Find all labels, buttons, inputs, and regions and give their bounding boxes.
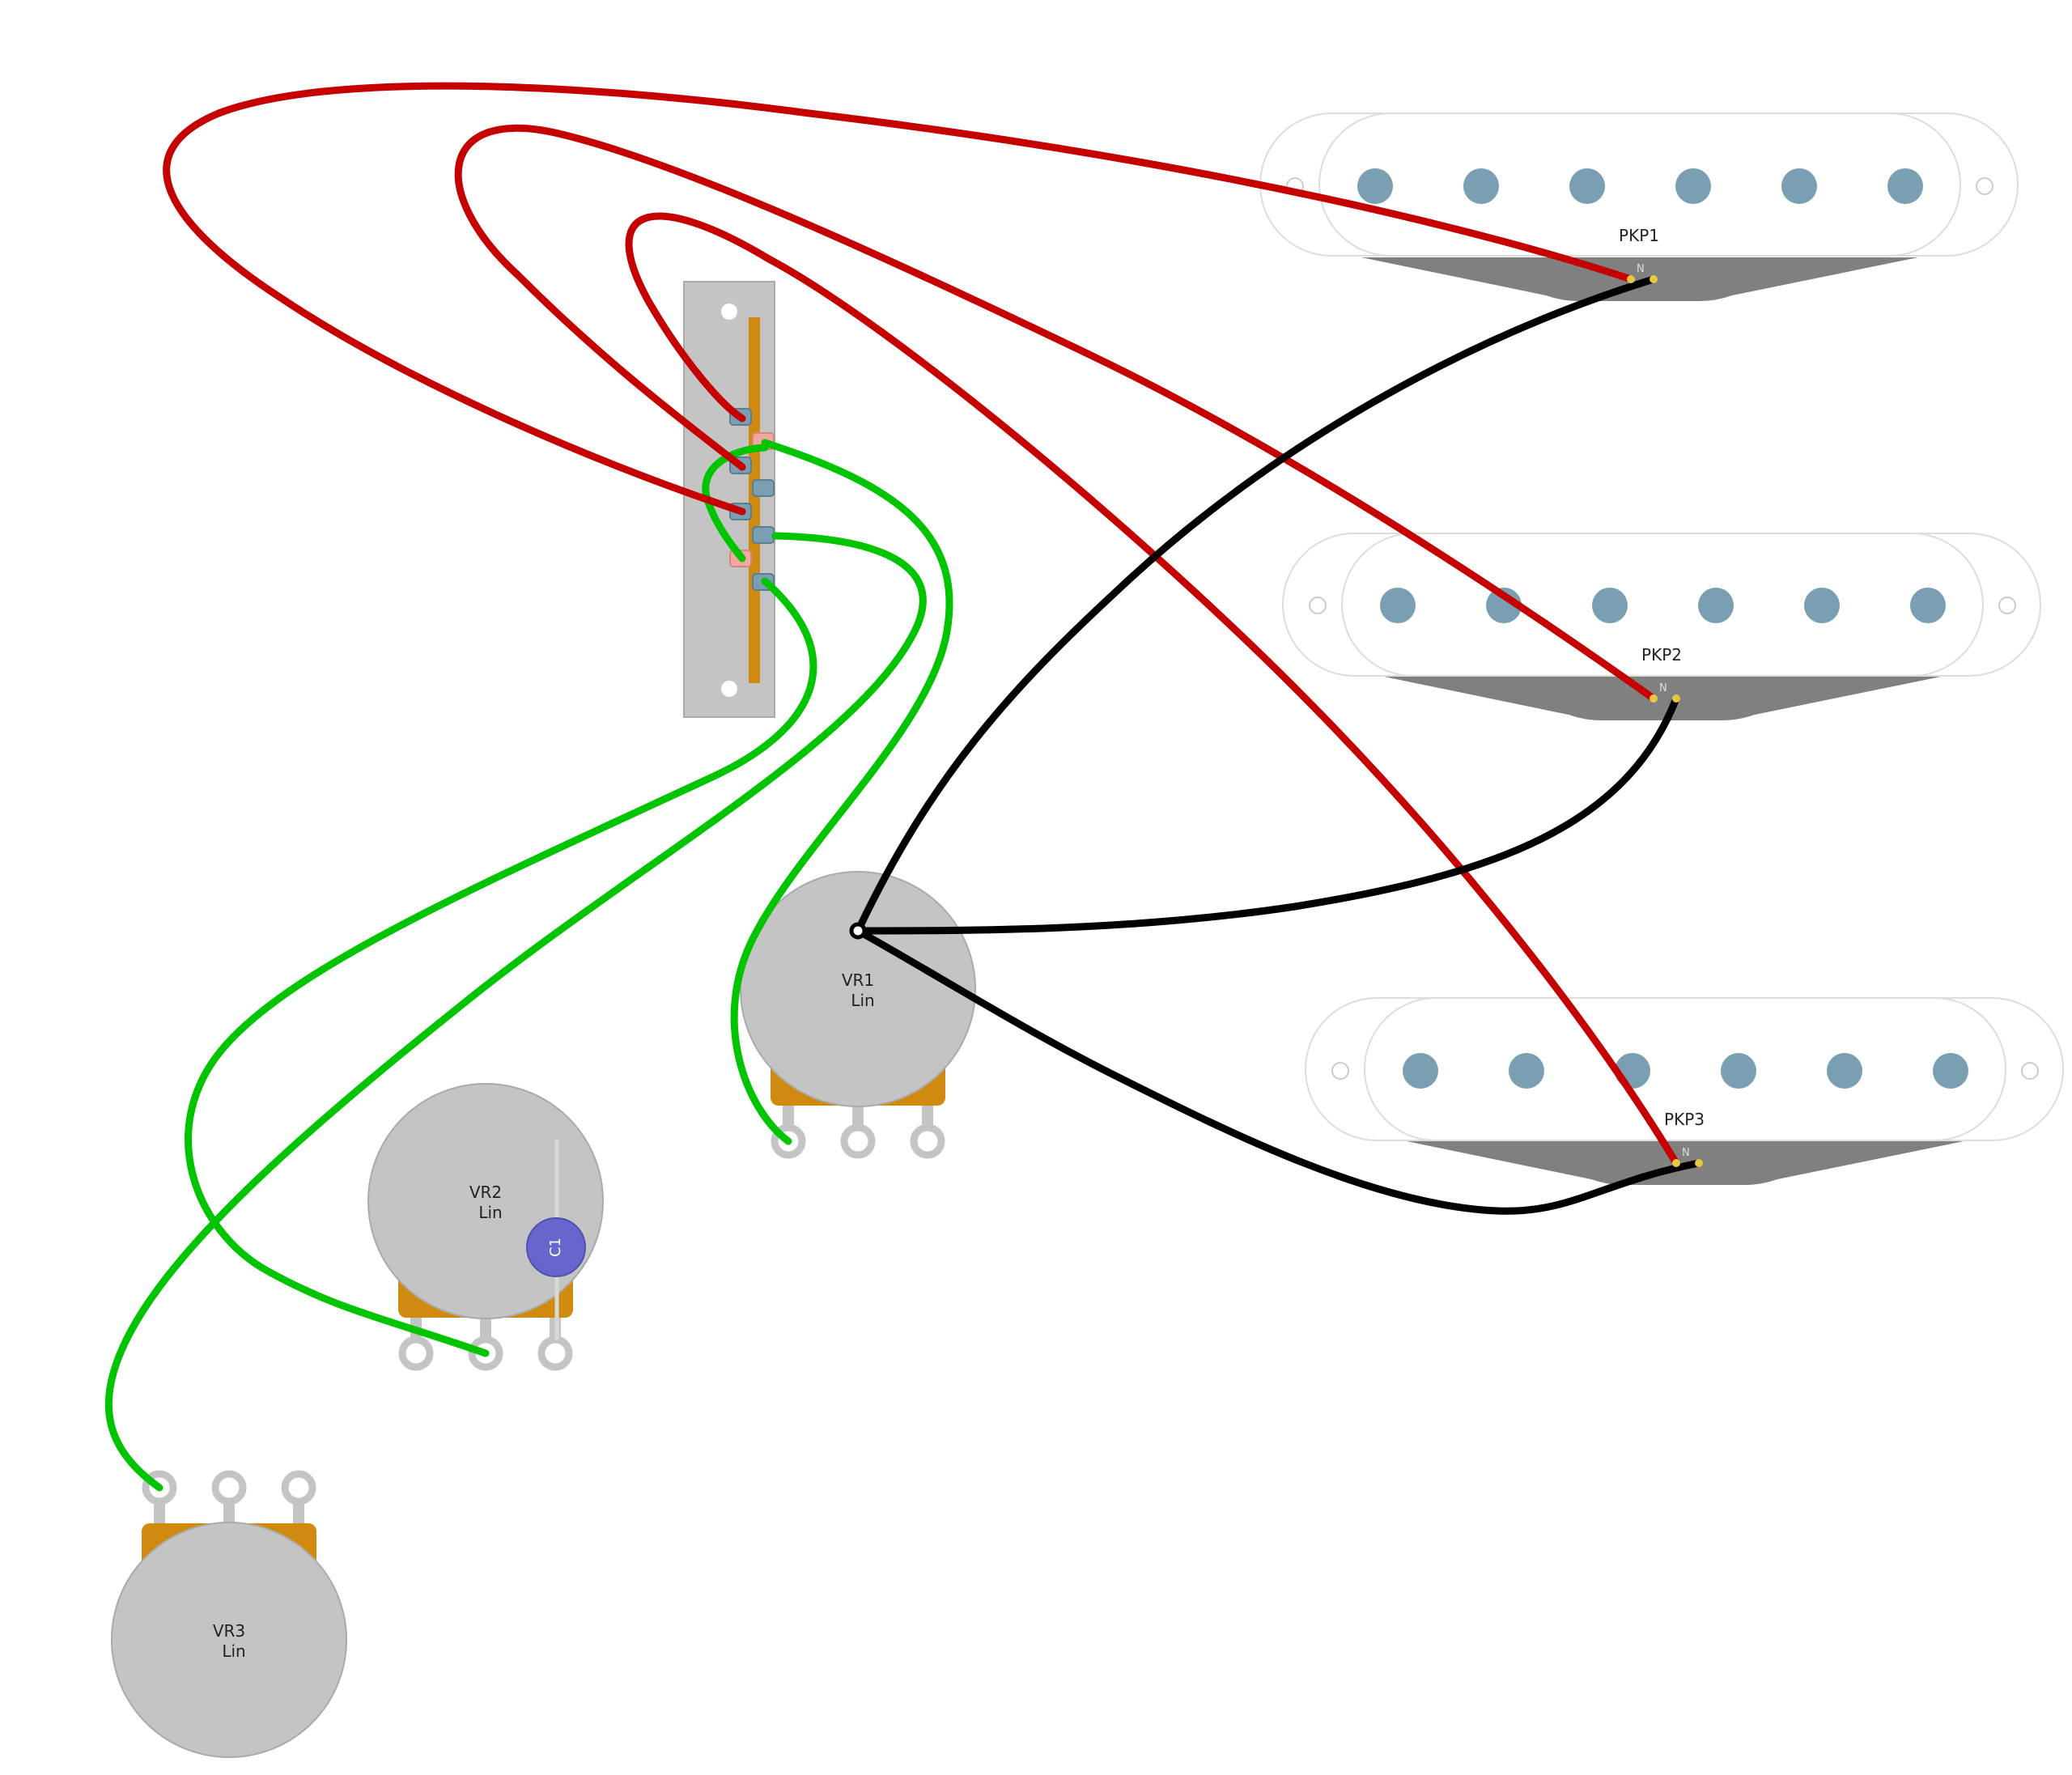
pickup-terminal-label: N bbox=[1637, 263, 1645, 275]
pot-taper: Lin bbox=[478, 1203, 502, 1222]
pickup-label: PKP2 bbox=[1641, 645, 1682, 665]
capacitor-c1[interactable]: C1 bbox=[526, 1140, 586, 1340]
solder-point bbox=[1672, 1159, 1680, 1167]
pickup-terminal-label: N bbox=[1682, 1147, 1690, 1159]
mount-hole bbox=[1331, 1062, 1349, 1080]
pot-taper: Lin bbox=[851, 991, 874, 1010]
mount-hole bbox=[1998, 597, 2016, 614]
pickup-terminal-label: N bbox=[1659, 682, 1667, 694]
pole-piece bbox=[1463, 168, 1499, 204]
pickup-cover bbox=[1341, 533, 1984, 677]
pole-piece bbox=[1827, 1053, 1862, 1089]
pot-lug[interactable] bbox=[840, 1123, 876, 1159]
wire-pkp3-ground[interactable] bbox=[854, 927, 1703, 1215]
mount-hole bbox=[2021, 1062, 2039, 1080]
pole-piece bbox=[1887, 168, 1923, 204]
pot-body bbox=[111, 1522, 347, 1758]
switch-rail bbox=[749, 317, 760, 683]
switch-lug[interactable] bbox=[752, 526, 775, 544]
pole-piece bbox=[1698, 588, 1734, 623]
switch-mount-hole bbox=[721, 304, 737, 320]
capacitor-body bbox=[526, 1217, 586, 1277]
wire-switch-vr2[interactable] bbox=[104, 532, 927, 1492]
wire-switch-vr3[interactable] bbox=[185, 577, 817, 1357]
mount-hole bbox=[1976, 177, 1993, 195]
pickup-baseplate bbox=[1361, 257, 1918, 301]
wire-switch-vr1[interactable] bbox=[730, 439, 953, 1145]
solder-point bbox=[1672, 694, 1680, 703]
pole-piece bbox=[1721, 1053, 1756, 1089]
wire-pkp1-hot[interactable] bbox=[163, 82, 1635, 516]
pot-lug[interactable] bbox=[537, 1335, 573, 1371]
solder-point bbox=[1650, 694, 1658, 703]
wire-pkp2-hot[interactable] bbox=[454, 124, 1658, 703]
pot-name: VR2 bbox=[469, 1183, 502, 1202]
pot-vr3[interactable]: VR3 Lin bbox=[111, 1470, 347, 1758]
pickup-cover bbox=[1364, 997, 2006, 1141]
capacitor-label: C1 bbox=[547, 1238, 564, 1257]
solder-point bbox=[1627, 275, 1635, 283]
pickup-label: PKP1 bbox=[1619, 226, 1659, 245]
pot-lug[interactable] bbox=[910, 1123, 945, 1159]
pole-piece bbox=[1569, 168, 1605, 204]
pickup-pkp2[interactable]: PKP2 N bbox=[1282, 533, 2041, 720]
pot-lug[interactable] bbox=[281, 1470, 316, 1505]
pickup-pkp1[interactable]: PKP1 N bbox=[1259, 113, 2019, 301]
pole-piece bbox=[1804, 588, 1840, 623]
pickup-selector-switch[interactable] bbox=[683, 281, 775, 718]
pot-taper: Lin bbox=[222, 1641, 245, 1661]
pole-piece bbox=[1486, 588, 1522, 623]
pot-name: VR1 bbox=[842, 970, 874, 990]
mount-hole bbox=[1309, 597, 1327, 614]
pot-lug[interactable] bbox=[398, 1335, 434, 1371]
pickup-cover bbox=[1318, 113, 1961, 257]
switch-lug[interactable] bbox=[752, 479, 775, 497]
pot-vr1[interactable]: VR1 Lin bbox=[740, 871, 976, 1159]
pickup-baseplate bbox=[1384, 677, 1941, 720]
wire-pkp2-ground[interactable] bbox=[854, 694, 1680, 935]
ground-junction[interactable] bbox=[849, 922, 867, 940]
solder-point bbox=[1650, 275, 1658, 283]
pole-piece bbox=[1933, 1053, 1968, 1089]
solder-point bbox=[1695, 1159, 1703, 1167]
wire-pkp1-ground[interactable] bbox=[854, 275, 1658, 935]
pole-piece bbox=[1592, 588, 1628, 623]
pot-lug[interactable] bbox=[211, 1470, 247, 1505]
pole-piece bbox=[1910, 588, 1946, 623]
wire-pkp3-hot[interactable] bbox=[625, 212, 1680, 1167]
pickup-label: PKP3 bbox=[1664, 1110, 1705, 1129]
pot-name: VR3 bbox=[213, 1621, 245, 1641]
switch-mount-hole bbox=[721, 681, 737, 697]
pole-piece bbox=[1380, 588, 1416, 623]
pole-piece bbox=[1675, 168, 1711, 204]
pole-piece bbox=[1403, 1053, 1438, 1089]
pole-piece bbox=[1357, 168, 1393, 204]
pickup-pkp3[interactable]: PKP3 N bbox=[1305, 997, 2064, 1185]
pole-piece bbox=[1781, 168, 1817, 204]
pole-piece bbox=[1509, 1053, 1544, 1089]
